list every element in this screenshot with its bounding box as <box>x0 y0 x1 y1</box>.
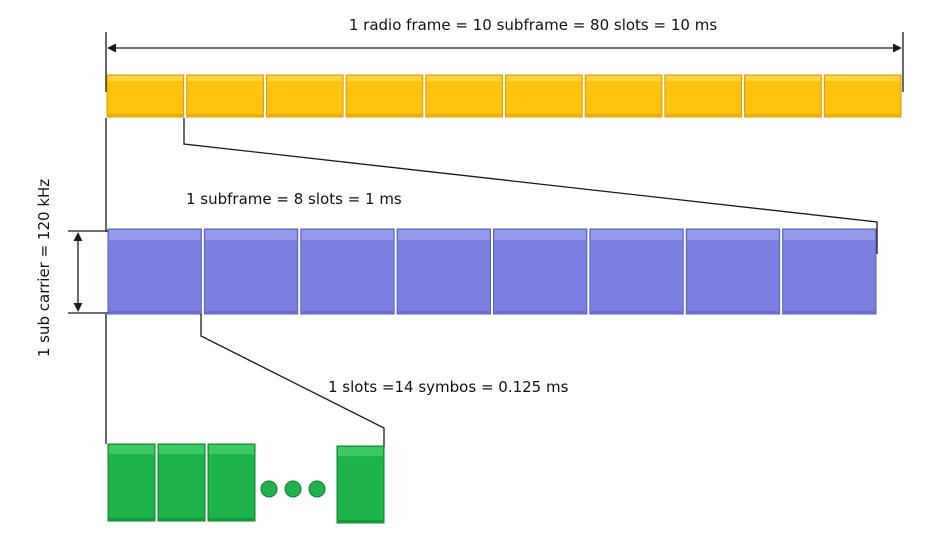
subcarrier-label: 1 sub carrier = 120 kHz <box>35 179 53 357</box>
symbol-block <box>207 443 256 522</box>
symbol-block <box>107 443 156 522</box>
radio-frame-subframes <box>106 74 902 118</box>
slot-block <box>396 228 491 315</box>
subframe-block <box>744 74 822 118</box>
slot-symbols <box>107 443 385 524</box>
subframe-block <box>186 74 264 118</box>
subframe-zoom-right-line <box>183 118 878 254</box>
subframe-block <box>106 74 185 118</box>
slot-block <box>300 228 395 315</box>
ellipsis-dot <box>308 480 326 498</box>
slot-block <box>203 228 299 315</box>
subframe-block <box>505 74 583 118</box>
subframe-slots <box>107 228 877 315</box>
ellipsis-dot <box>284 480 302 498</box>
subframe-block <box>425 74 503 118</box>
subframe-block <box>664 74 743 118</box>
slot-block <box>107 228 202 315</box>
symbol-block <box>336 445 385 524</box>
slot-zoom-right-line <box>200 314 385 448</box>
subframe-block <box>823 74 902 118</box>
subframe-block <box>584 74 663 118</box>
radio-frame-label: 1 radio frame = 10 subframe = 80 slots =… <box>349 16 717 34</box>
subframe-block <box>345 74 424 118</box>
symbol-ellipsis <box>260 480 326 498</box>
ellipsis-dot <box>260 480 278 498</box>
slot-block <box>685 228 781 315</box>
slot-block <box>782 228 877 315</box>
subframe-label: 1 subframe = 8 slots = 1 ms <box>186 190 402 208</box>
slot-label: 1 slots =14 symbos = 0.125 ms <box>328 378 569 396</box>
symbol-block <box>157 443 206 522</box>
subframe-block <box>265 74 344 118</box>
slot-block <box>589 228 684 315</box>
slot-block <box>493 228 588 315</box>
